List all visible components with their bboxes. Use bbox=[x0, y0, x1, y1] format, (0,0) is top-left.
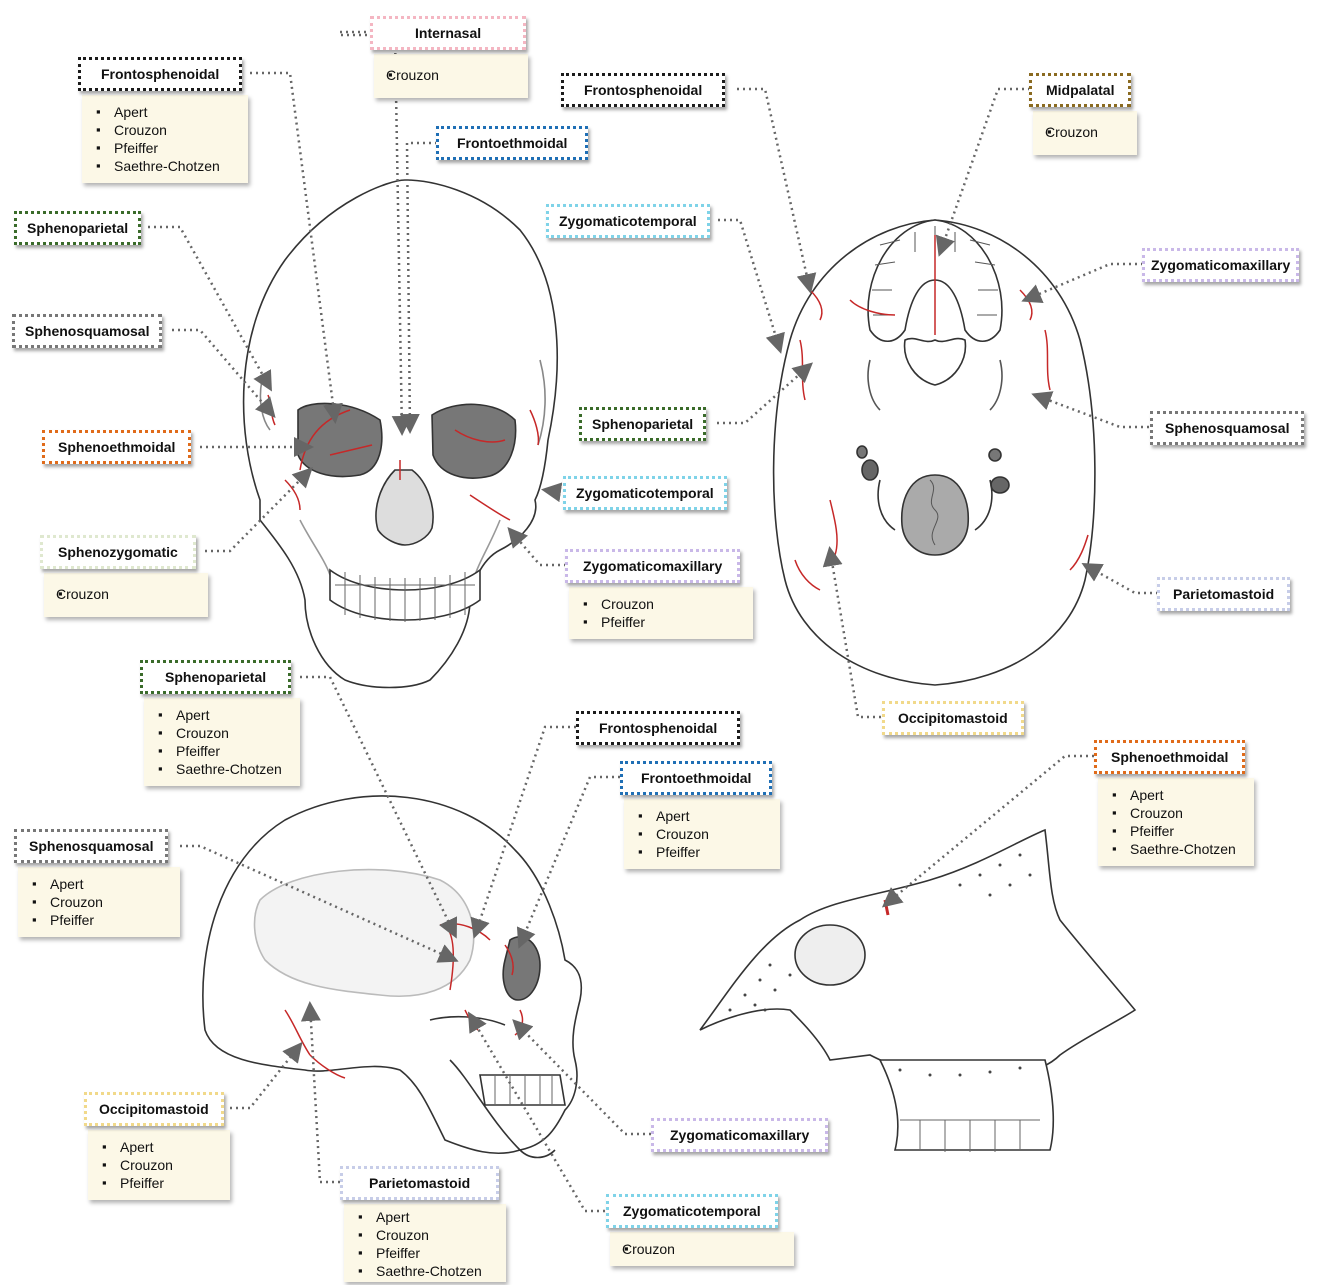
syndrome-item: Saethre-Chotzen bbox=[156, 760, 288, 778]
label-zygomaticomaxillary-front-title: Zygomaticomaxillary bbox=[565, 549, 740, 583]
label-frontosphenoidal-lat: Frontosphenoidal bbox=[576, 711, 740, 745]
label-sphenoethmoidal-front-title: Sphenoethmoidal bbox=[42, 430, 191, 464]
label-occipitomastoid-lat-title: Occipitomastoid bbox=[84, 1092, 224, 1126]
label-sphenoparietal-lat-title: Sphenoparietal bbox=[140, 660, 291, 694]
label-zygomaticotemporal-base-title: Zygomaticotemporal bbox=[546, 204, 710, 238]
label-zygomaticomaxillary-front: Zygomaticomaxillary Crouzon Pfeiffer bbox=[565, 549, 753, 639]
label-zygomaticotemporal-lat-body: Crouzon bbox=[610, 1232, 794, 1266]
label-internasal-title: Internasal bbox=[370, 16, 526, 50]
label-frontosphenoidal-front-title: Frontosphenoidal bbox=[78, 57, 242, 91]
syndrome-item: Crouzon bbox=[581, 595, 741, 613]
skull-base bbox=[774, 220, 1095, 685]
label-midpalatal-body: Crouzon bbox=[1033, 111, 1137, 155]
label-internasal: Internasal Crouzon bbox=[370, 16, 528, 98]
label-sphenosquamosal-base: Sphenosquamosal bbox=[1150, 411, 1304, 445]
label-sphenozygomatic-front-body: Crouzon bbox=[44, 573, 208, 617]
syndrome-item: Saethre-Chotzen bbox=[356, 1262, 494, 1280]
label-frontosphenoidal-front: Frontosphenoidal Apert Crouzon Pfeiffer … bbox=[78, 57, 248, 183]
syndrome-item: Apert bbox=[156, 706, 288, 724]
label-frontoethmoidal-lat-title: Frontoethmoidal bbox=[620, 761, 772, 795]
syndrome-item: Crouzon bbox=[100, 1156, 218, 1174]
syndrome-item: Crouzon bbox=[56, 585, 196, 603]
syndrome-item: Crouzon bbox=[386, 66, 516, 84]
label-zygomaticotemporal-base: Zygomaticotemporal bbox=[546, 204, 710, 238]
syndrome-item: Saethre-Chotzen bbox=[1110, 840, 1242, 858]
label-parietomastoid-lat-title: Parietomastoid bbox=[340, 1166, 499, 1200]
label-frontoethmoidal-front: Frontoethmoidal bbox=[436, 126, 588, 160]
label-sphenoparietal-lat-body: Apert Crouzon Pfeiffer Saethre-Chotzen bbox=[144, 698, 300, 786]
syndrome-item: Crouzon bbox=[636, 825, 768, 843]
lateral-skull bbox=[203, 796, 581, 1158]
label-midpalatal-title: Midpalatal bbox=[1029, 73, 1131, 107]
label-sphenoparietal-lat: Sphenoparietal Apert Crouzon Pfeiffer Sa… bbox=[140, 660, 300, 786]
label-parietomastoid-lat-body: Apert Crouzon Pfeiffer Saethre-Chotzen bbox=[344, 1204, 506, 1282]
label-sphenoparietal-front-title: Sphenoparietal bbox=[14, 211, 141, 245]
syndrome-item: Apert bbox=[100, 1138, 218, 1156]
syndrome-item: Apert bbox=[636, 807, 768, 825]
label-sphenoparietal-base: Sphenoparietal bbox=[579, 407, 706, 441]
sagittal-nasal-section bbox=[700, 830, 1135, 1152]
label-sphenoparietal-base-title: Sphenoparietal bbox=[579, 407, 706, 441]
label-midpalatal: Midpalatal Crouzon bbox=[1029, 73, 1137, 155]
label-frontoethmoidal-front-title: Frontoethmoidal bbox=[436, 126, 588, 160]
label-zygomaticotemporal-lat: Zygomaticotemporal Crouzon bbox=[606, 1194, 794, 1266]
label-occipitomastoid-base: Occipitomastoid bbox=[882, 701, 1024, 735]
label-sphenosquamosal-front: Sphenosquamosal bbox=[12, 314, 162, 348]
syndrome-item: Pfeiffer bbox=[100, 1174, 218, 1192]
syndrome-item: Apert bbox=[356, 1208, 494, 1226]
label-zygomaticotemporal-lat-title: Zygomaticotemporal bbox=[606, 1194, 778, 1228]
label-parietomastoid-base-title: Parietomastoid bbox=[1157, 577, 1290, 611]
label-parietomastoid-base: Parietomastoid bbox=[1157, 577, 1290, 611]
label-zygomaticomaxillary-front-body: Crouzon Pfeiffer bbox=[569, 587, 753, 639]
label-occipitomastoid-lat: Occipitomastoid Apert Crouzon Pfeiffer bbox=[84, 1092, 230, 1200]
label-sphenoethmoidal-sag-title: Sphenoethmoidal bbox=[1094, 740, 1245, 774]
syndrome-item: Saethre-Chotzen bbox=[94, 157, 236, 175]
syndrome-item: Crouzon bbox=[94, 121, 236, 139]
syndrome-item: Apert bbox=[94, 103, 236, 121]
label-sphenoethmoidal-sag-body: Apert Crouzon Pfeiffer Saethre-Chotzen bbox=[1098, 778, 1254, 866]
syndrome-item: Pfeiffer bbox=[94, 139, 236, 157]
frontal-skull bbox=[244, 180, 558, 688]
syndrome-item: Crouzon bbox=[622, 1240, 782, 1258]
label-occipitomastoid-lat-body: Apert Crouzon Pfeiffer bbox=[88, 1130, 230, 1200]
syndrome-item: Crouzon bbox=[30, 893, 168, 911]
label-zygomaticomaxillary-lat: Zygomaticomaxillary bbox=[651, 1118, 828, 1152]
label-sphenoethmoidal-front: Sphenoethmoidal bbox=[42, 430, 191, 464]
label-occipitomastoid-base-title: Occipitomastoid bbox=[882, 701, 1024, 735]
syndrome-item: Crouzon bbox=[1110, 804, 1242, 822]
label-frontoethmoidal-lat-body: Apert Crouzon Pfeiffer bbox=[624, 799, 780, 869]
label-sphenosquamosal-front-title: Sphenosquamosal bbox=[12, 314, 162, 348]
syndrome-item: Pfeiffer bbox=[30, 911, 168, 929]
syndrome-item: Apert bbox=[1110, 786, 1242, 804]
label-sphenosquamosal-lat-title: Sphenosquamosal bbox=[14, 829, 168, 863]
label-sphenozygomatic-front-title: Sphenozygomatic bbox=[40, 535, 196, 569]
syndrome-item: Crouzon bbox=[156, 724, 288, 742]
label-sphenosquamosal-lat: Sphenosquamosal Apert Crouzon Pfeiffer bbox=[14, 829, 180, 937]
label-frontosphenoidal-lat-title: Frontosphenoidal bbox=[576, 711, 740, 745]
syndrome-item: Pfeiffer bbox=[636, 843, 768, 861]
syndrome-item: Pfeiffer bbox=[156, 742, 288, 760]
label-sphenoparietal-front: Sphenoparietal bbox=[14, 211, 141, 245]
syndrome-item: Pfeiffer bbox=[1110, 822, 1242, 840]
label-zygomaticomaxillary-lat-title: Zygomaticomaxillary bbox=[651, 1118, 828, 1152]
syndrome-item: Crouzon bbox=[1045, 123, 1125, 141]
label-sphenosquamosal-lat-body: Apert Crouzon Pfeiffer bbox=[18, 867, 180, 937]
label-zygomaticotemporal-front-title: Zygomaticotemporal bbox=[563, 476, 727, 510]
label-zygomaticomaxillary-base: Zygomaticomaxillary bbox=[1142, 248, 1299, 282]
label-sphenosquamosal-base-title: Sphenosquamosal bbox=[1150, 411, 1304, 445]
label-frontosphenoidal-base: Frontosphenoidal bbox=[561, 73, 725, 107]
label-parietomastoid-lat: Parietomastoid Apert Crouzon Pfeiffer Sa… bbox=[340, 1166, 506, 1282]
label-zygomaticotemporal-front: Zygomaticotemporal bbox=[563, 476, 727, 510]
syndrome-item: Apert bbox=[30, 875, 168, 893]
label-frontosphenoidal-base-title: Frontosphenoidal bbox=[561, 73, 725, 107]
label-sphenozygomatic-front: Sphenozygomatic Crouzon bbox=[40, 535, 208, 617]
label-sphenoethmoidal-sag: Sphenoethmoidal Apert Crouzon Pfeiffer S… bbox=[1094, 740, 1254, 866]
syndrome-item: Crouzon bbox=[356, 1226, 494, 1244]
label-internasal-body: Crouzon bbox=[374, 54, 528, 98]
label-frontosphenoidal-front-body: Apert Crouzon Pfeiffer Saethre-Chotzen bbox=[82, 95, 248, 183]
label-frontoethmoidal-lat: Frontoethmoidal Apert Crouzon Pfeiffer bbox=[620, 761, 780, 869]
syndrome-item: Pfeiffer bbox=[581, 613, 741, 631]
label-zygomaticomaxillary-base-title: Zygomaticomaxillary bbox=[1142, 248, 1299, 282]
syndrome-item: Pfeiffer bbox=[356, 1244, 494, 1262]
